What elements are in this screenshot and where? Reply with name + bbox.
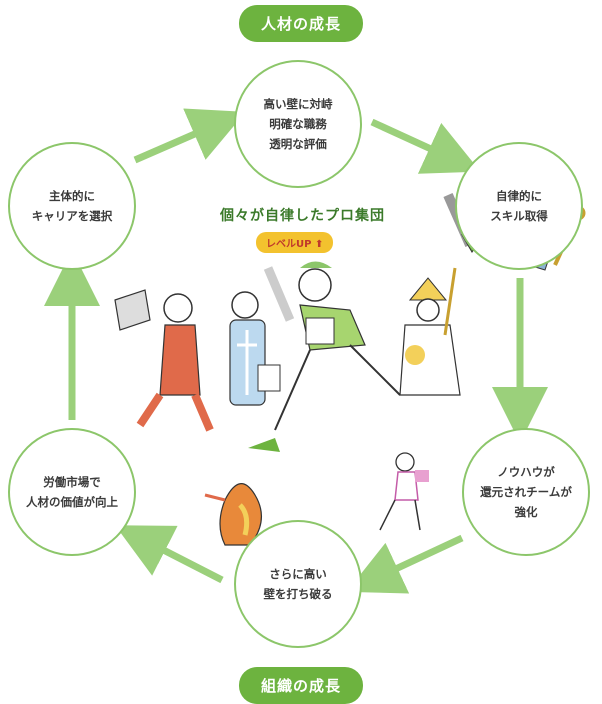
node-left-bottom: 労働市場で 人材の価値が向上 [8, 428, 136, 556]
node-top: 高い壁に対峙 明確な職務 透明な評価 [234, 60, 362, 188]
node-right-bottom: ノウハウが 還元されチームが 強化 [462, 428, 590, 556]
node-top-line-2: 明確な職務 [269, 117, 327, 131]
top-label-pill: 人材の成長 [238, 5, 364, 42]
node-top-line-1: 高い壁に対峙 [263, 97, 333, 111]
levelup-label: レベルUP [266, 239, 312, 250]
center-title: 個々が自律したプロ集団 [220, 208, 385, 224]
node-left-top: 主体的に キャリアを選択 [8, 142, 136, 270]
node-right-top-line-2: スキル取得 [490, 209, 548, 223]
node-left-top-line-2: キャリアを選択 [31, 209, 113, 223]
node-right-bottom-line-3: 強化 [514, 505, 538, 519]
up-arrow-icon: ⬆ [314, 239, 324, 250]
node-right-top: 自律的に スキル取得 [455, 142, 583, 270]
runner-illustration [379, 452, 429, 531]
priest-illustration [229, 291, 281, 406]
node-bottom: さらに高い 壁を打ち破る [234, 520, 362, 648]
bottom-label-pill: 組織の成長 [238, 667, 364, 704]
node-bottom-line-1: さらに高い [269, 567, 327, 581]
node-right-top-line-1: 自律的に [496, 189, 542, 203]
node-right-bottom-line-1: ノウハウが [497, 465, 555, 479]
levelup-badge: レベルUP ⬆ [256, 232, 334, 253]
dragon-illustration [204, 483, 262, 546]
arrow-lefttop-to-top [133, 108, 246, 164]
mage-illustration [399, 267, 461, 396]
arrow-rightbottom-to-bottom [346, 534, 464, 594]
node-right-bottom-line-2: 還元されチームが [480, 485, 572, 499]
arrow-top-to-righttop [370, 118, 481, 174]
node-left-top-line-1: 主体的に [49, 189, 95, 203]
node-bottom-line-2: 壁を打ち破る [263, 587, 333, 601]
hero-illustration [248, 261, 401, 452]
node-top-line-3: 透明な評価 [269, 137, 327, 151]
warrior-illustration [114, 289, 214, 432]
node-left-bottom-line-1: 労働市場で [43, 475, 101, 489]
node-left-bottom-line-2: 人材の価値が向上 [26, 495, 118, 509]
arrow-bottom-to-leftbottom [115, 525, 224, 584]
